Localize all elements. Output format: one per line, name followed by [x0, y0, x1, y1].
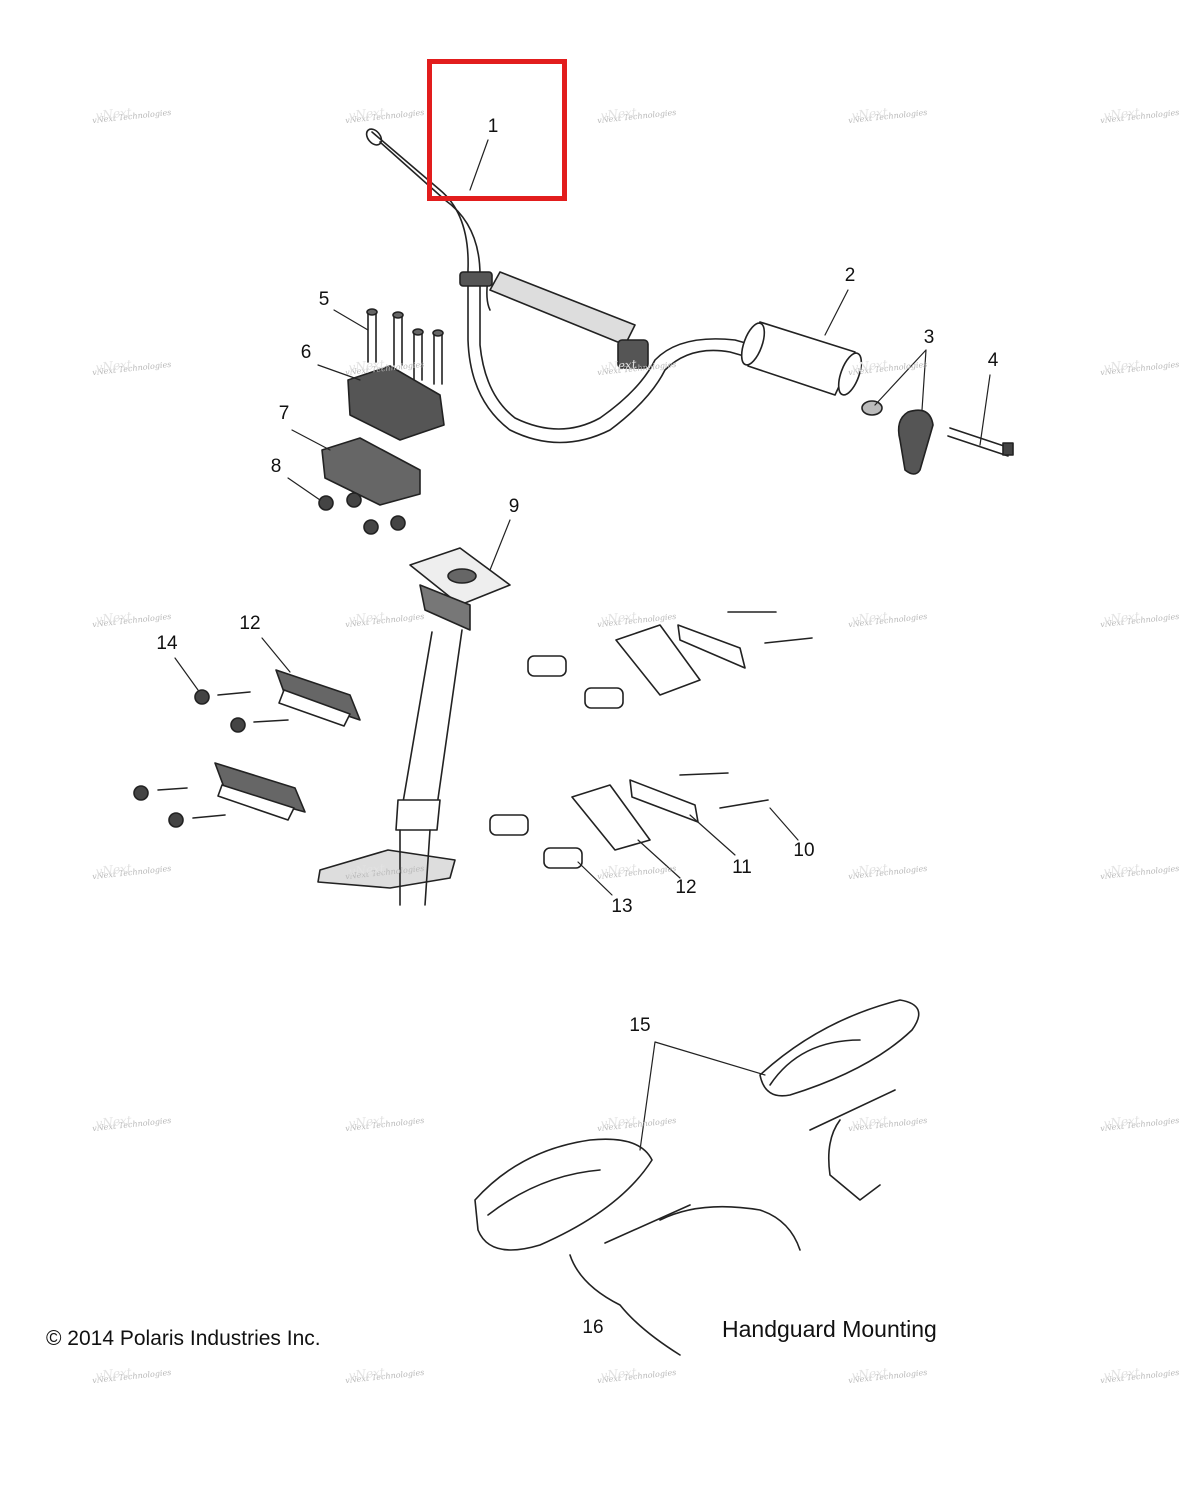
callout-7[interactable]: 7	[278, 403, 290, 424]
callout-2[interactable]: 2	[844, 265, 856, 286]
handguard-left	[474, 1138, 801, 1251]
callout-10[interactable]: 10	[793, 840, 815, 861]
callout-4[interactable]: 4	[987, 350, 999, 371]
grip	[740, 321, 863, 396]
callout-12-right[interactable]: 12	[675, 877, 697, 898]
selected-part-highlight[interactable]	[427, 59, 567, 201]
callout-5[interactable]: 5	[318, 289, 330, 310]
handguard-caption: Handguard Mounting	[722, 1316, 937, 1342]
left-leader-lines	[157, 691, 289, 819]
callout-12-left[interactable]: 12	[239, 613, 261, 634]
callout-16[interactable]: 16	[582, 1317, 604, 1338]
clutch-lever	[861, 400, 934, 475]
left-clamp-lower	[214, 762, 306, 821]
nuts	[318, 492, 406, 535]
upper-clamp	[347, 365, 445, 441]
callout-11[interactable]: 11	[732, 857, 752, 878]
leader-lines	[174, 139, 991, 1151]
callout-13[interactable]: 13	[611, 896, 633, 917]
handlebar	[365, 128, 849, 444]
right-lower-clamp	[489, 772, 769, 869]
right-upper-clamp	[527, 611, 813, 709]
callout-15[interactable]: 15	[629, 1015, 651, 1036]
clamp-bolts	[366, 308, 444, 385]
lower-clamp	[321, 437, 421, 506]
callout-3[interactable]: 3	[923, 327, 935, 348]
callout-1[interactable]: 1	[487, 116, 499, 137]
left-clamp-upper	[275, 669, 361, 727]
handguard-right	[759, 999, 920, 1201]
callout-14[interactable]: 14	[156, 633, 178, 654]
left-nuts	[133, 689, 246, 828]
copyright-notice: © 2014 Polaris Industries Inc.	[46, 1327, 321, 1350]
long-bolt	[947, 427, 1014, 457]
bracket-brace	[569, 1254, 681, 1356]
callout-9[interactable]: 9	[508, 496, 520, 517]
callout-6[interactable]: 6	[300, 342, 312, 363]
callout-8[interactable]: 8	[270, 456, 282, 477]
steering-post	[317, 547, 511, 906]
